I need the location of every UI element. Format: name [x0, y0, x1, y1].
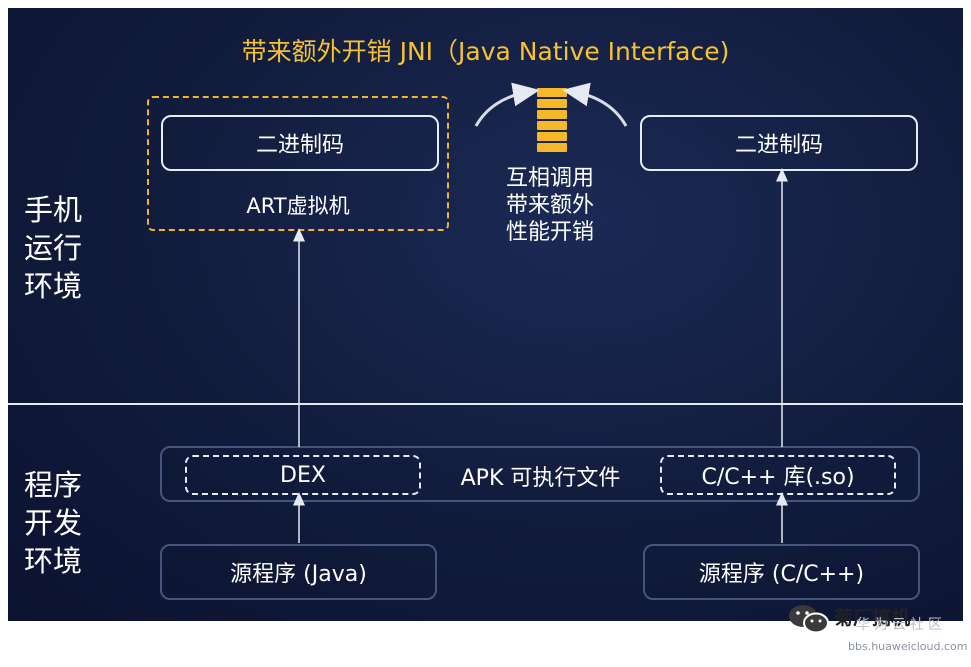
art-vm-label: ART虚拟机	[246, 194, 350, 218]
binary-code-label-right: 二进制码	[734, 133, 823, 158]
layer-stack-icon	[537, 88, 567, 154]
binary-code-box-left: 二进制码	[161, 115, 439, 171]
dex-label: DEX	[280, 462, 326, 488]
connector-layer	[293, 82, 788, 543]
jni-overhead-note: 互相调用 带来额外 性能开销	[505, 166, 594, 245]
watermark-site-cn: 华为云社区	[856, 617, 946, 633]
wechat-icon	[789, 605, 829, 634]
native-lib-label: C/C++ 库(.so)	[701, 465, 855, 490]
binary-code-label-left: 二进制码	[255, 133, 344, 158]
section-label-dev-env: 程序 开发 环境	[24, 468, 83, 578]
source-c-box: 源程序 (C/C++)	[643, 544, 920, 600]
watermark-site-url: bbs.huaweicloud.com	[848, 640, 968, 653]
diagram-canvas: 带来额外开销 JNI（Java Native Interface) 手机 运行 …	[8, 8, 963, 621]
source-c-label: 源程序 (C/C++)	[698, 562, 865, 587]
section-label-phone-runtime: 手机 运行 环境	[24, 193, 83, 303]
section-divider	[8, 403, 963, 405]
curved-arrow-icon-left	[474, 82, 540, 127]
source-java-box: 源程序 (Java)	[160, 544, 437, 600]
diagram-title: 带来额外开销 JNI（Java Native Interface)	[241, 37, 730, 66]
watermark-logo: 菊厂搞机	[834, 607, 911, 629]
source-java-label: 源程序 (Java)	[230, 562, 367, 587]
curved-arrow-icon-right	[562, 82, 628, 127]
apk-label: APK 可执行文件	[460, 466, 621, 491]
apk-container	[160, 446, 920, 502]
